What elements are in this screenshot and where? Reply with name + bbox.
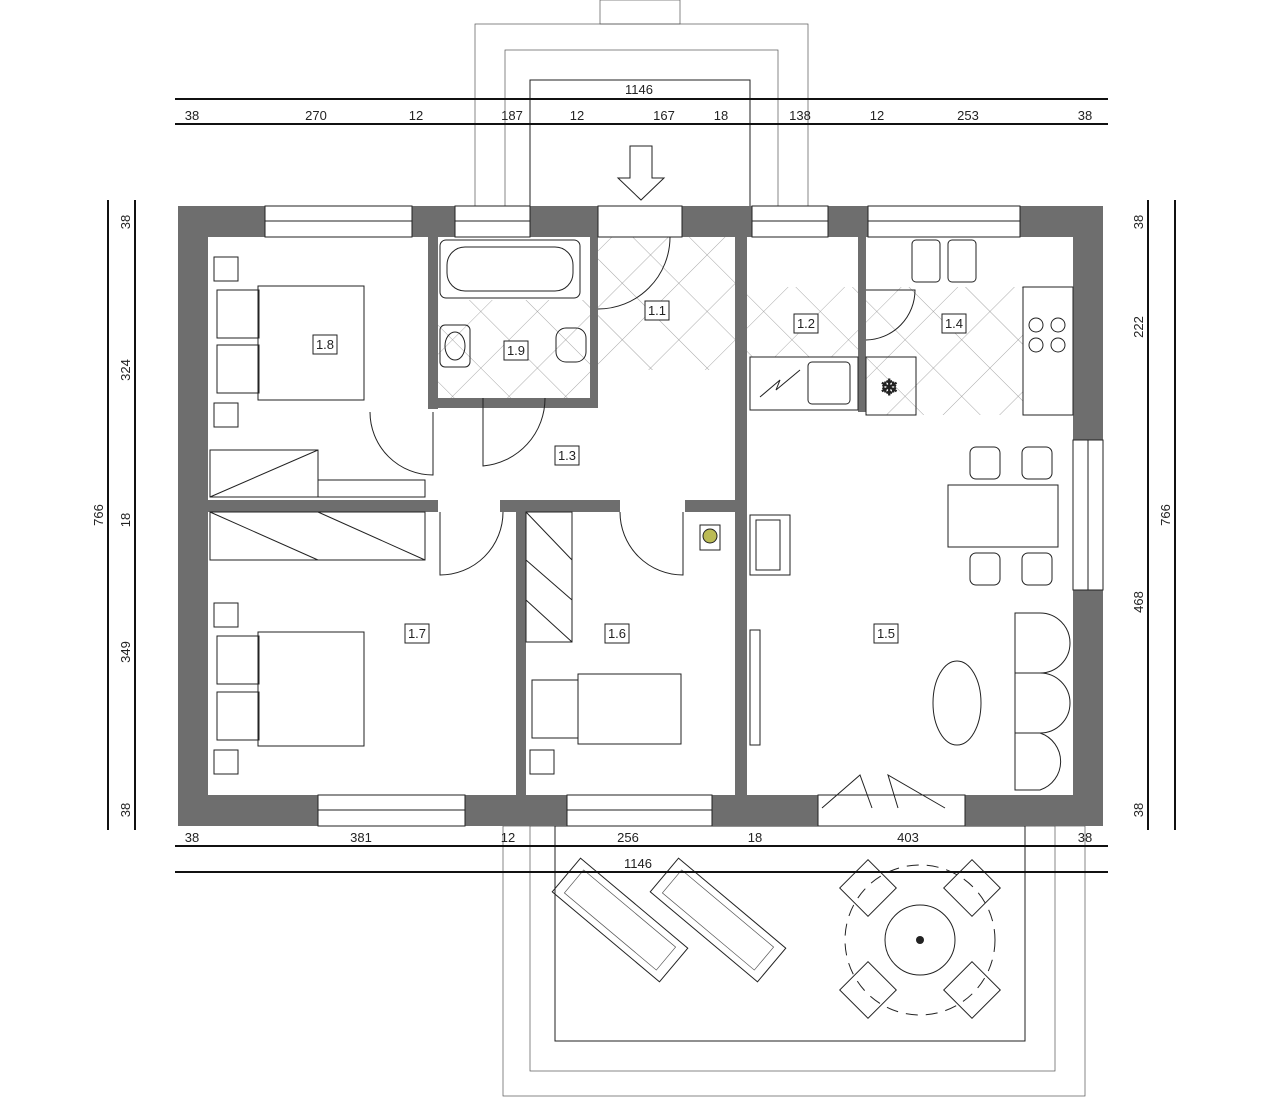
dimension-label: 38 [185,830,199,845]
dimension-label: 1146 [624,856,652,871]
dimension-label: 187 [501,108,523,123]
room-label: 1.9 [507,343,525,358]
dimension-label: 38 [118,803,133,817]
room-label: 1.6 [608,626,626,641]
room-label: 1.3 [558,448,576,463]
dimension-label: 138 [789,108,811,123]
doors [369,236,946,809]
room-label: 1.2 [797,316,815,331]
room-label: 1.1 [648,303,666,318]
dimension-label: 324 [118,359,133,381]
dimension-label: 38 [1131,215,1146,229]
dimension-label: 12 [501,830,515,845]
dimension-label: 38 [1078,108,1092,123]
dimension-label: 18 [714,108,728,123]
furniture: ❄ [209,239,1074,791]
room-label-box [793,313,819,334]
dimension-lines [107,98,1176,873]
dimension-label: 403 [897,830,919,845]
bed [216,289,260,339]
room-label-box [312,334,338,355]
entry-arrow-icon [616,145,666,201]
dimension-label: 468 [1131,591,1146,613]
room-label-box [644,300,670,321]
dimension-label: 38 [1078,830,1092,845]
room-label-box [503,340,529,361]
room-label-box [873,623,899,644]
dimension-label: 18 [118,513,133,527]
bed [257,285,365,401]
dimension-label: 38 [118,215,133,229]
terrace [502,825,1086,1097]
room-label-box [604,623,630,644]
entry-steps [474,0,809,209]
dimension-label: 38 [185,108,199,123]
room-label: 1.8 [316,337,334,352]
dimension-label: 12 [570,108,584,123]
dimension-label: 381 [350,830,372,845]
dimension-label: 12 [409,108,423,123]
dimension-label: 766 [91,504,106,526]
room-label: 1.5 [877,626,895,641]
dimension-label: 1146 [625,82,653,97]
dimension-label: 167 [653,108,675,123]
room-label-box [404,623,430,644]
dimension-label: 256 [617,830,639,845]
dimension-label: 349 [118,641,133,663]
dimension-label: 253 [957,108,979,123]
room-label-box [941,313,967,334]
windows [264,205,1104,827]
dimension-label: 18 [748,830,762,845]
sun-lounger [551,857,689,983]
snowflake-icon: ❄ [880,375,898,400]
dimension-label: 270 [305,108,327,123]
patio-table [839,859,1001,1019]
dimension-label: 222 [1131,316,1146,338]
sun-lounger [649,857,787,983]
room-label-box [554,445,580,466]
room-label: 1.7 [408,626,426,641]
dimension-label: 766 [1158,504,1173,526]
room-label: 1.4 [945,316,963,331]
dimension-label: 38 [1131,803,1146,817]
dimension-label: 12 [870,108,884,123]
